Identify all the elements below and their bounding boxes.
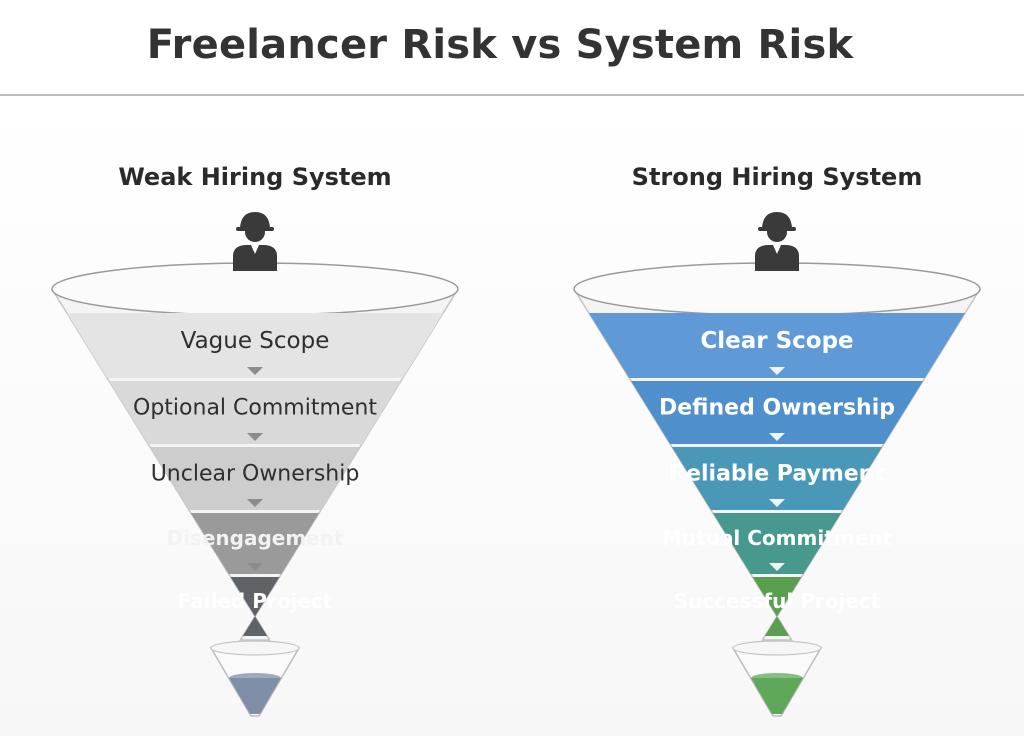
funnel-stage — [109, 381, 401, 444]
funnel-stage — [712, 513, 842, 574]
stage-label: Optional Commitment — [133, 396, 377, 421]
hat — [762, 212, 792, 228]
funnel-stage — [230, 577, 280, 636]
down-arrow-icon — [247, 367, 263, 375]
funnel-stage — [66, 313, 444, 378]
person-body — [755, 245, 799, 271]
strong-system-heading: Strong Hiring System — [631, 163, 923, 191]
down-arrow-icon — [247, 433, 263, 441]
weak-system-heading: Weak Hiring System — [118, 163, 392, 191]
funnel-stage — [190, 513, 320, 574]
funnel-stage — [671, 447, 883, 510]
stage-label: Mutual Commitment — [662, 526, 892, 550]
funnel-stage — [752, 577, 802, 636]
spout-rim — [732, 640, 822, 656]
person-body — [233, 245, 277, 271]
stage-label: Clear Scope — [700, 328, 853, 354]
spout-rim — [210, 640, 300, 656]
hat-brim — [758, 227, 796, 231]
down-arrow-icon — [769, 499, 785, 507]
stage-label: Disengagement — [166, 526, 344, 550]
stage-label: Defined Ownership — [659, 396, 895, 421]
hat — [240, 212, 270, 228]
page-title: Freelancer Risk vs System Risk — [146, 22, 854, 68]
funnel-output — [229, 678, 281, 714]
down-arrow-icon — [247, 499, 263, 507]
funnel-stage — [149, 447, 361, 510]
output-surface — [751, 673, 803, 683]
stage-label: Successful Project — [674, 589, 881, 613]
collar — [251, 245, 259, 254]
down-arrow-icon — [769, 563, 785, 571]
funnel-output — [751, 678, 803, 714]
person-icon — [233, 212, 277, 271]
output-surface — [229, 673, 281, 683]
title-divider — [0, 94, 1024, 96]
down-arrow-icon — [769, 367, 785, 375]
down-arrow-icon — [247, 563, 263, 571]
stage-label: Reliable Payment — [669, 462, 885, 487]
stage-label: Vague Scope — [181, 328, 330, 354]
collar — [773, 245, 781, 254]
down-arrow-icon — [769, 433, 785, 441]
funnel-stage — [631, 381, 923, 444]
person-icon — [755, 212, 799, 271]
stage-label: Failed Project — [178, 589, 333, 613]
hat-brim — [236, 227, 274, 231]
funnel-stage — [588, 313, 966, 378]
stage-label: Unclear Ownership — [151, 462, 360, 487]
